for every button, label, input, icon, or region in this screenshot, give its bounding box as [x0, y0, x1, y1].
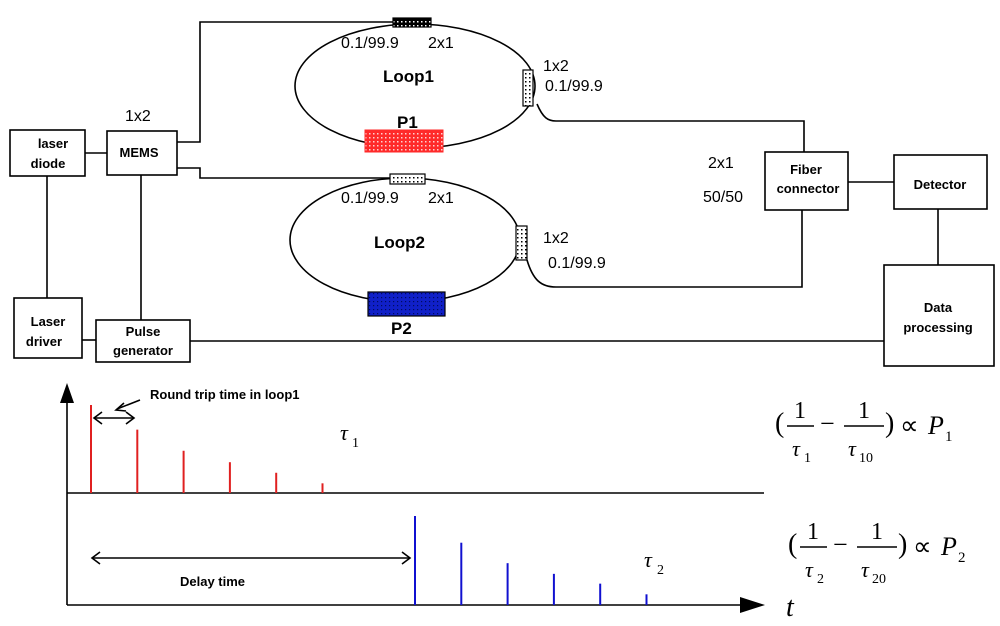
loop2-output-coupler	[515, 225, 528, 261]
delay-label: Delay time	[180, 574, 245, 589]
pulse-generator-label-2: generator	[113, 343, 173, 358]
svg-text:(: (	[788, 529, 797, 560]
laser-diode-label-1: laser	[38, 136, 68, 151]
delay-marker	[90, 551, 412, 565]
y-axis-arrow	[60, 383, 74, 403]
loop2-input-coupler	[389, 173, 426, 185]
svg-text:−: −	[833, 530, 848, 559]
svg-text:20: 20	[872, 572, 886, 587]
equation-1: ( 1 τ 1 − 1 τ 10 ) ∝ P 1	[775, 398, 953, 466]
pulse-generator-box: Pulse generator	[95, 319, 191, 363]
svg-text:1: 1	[807, 519, 819, 545]
detector-label: Detector	[914, 177, 967, 192]
tau2-symbol: τ	[644, 547, 653, 572]
svg-text:P: P	[940, 532, 957, 561]
loop1-input-coupler	[392, 17, 432, 28]
laser-driver-label-1: Laser	[31, 314, 66, 329]
sensor-p2-label: P2	[391, 319, 412, 338]
tau1-symbol: τ	[340, 420, 349, 445]
mems-ratio-label: 1x2	[125, 108, 151, 125]
equation-2: ( 1 τ 2 − 1 τ 20 ) ∝ P 2	[788, 519, 966, 587]
loop2-coupler-in-type: 2x1	[428, 190, 454, 207]
svg-text:): )	[898, 529, 907, 560]
svg-text:P: P	[927, 411, 944, 440]
fiber-connector-label-2: connector	[777, 181, 840, 196]
loop1-name: Loop1	[383, 67, 434, 86]
loop1-coupler-in-ratio: 0.1/99.9	[341, 35, 399, 52]
svg-text:∝: ∝	[913, 532, 932, 561]
tau1-subscript: 1	[352, 436, 359, 451]
svg-text:τ: τ	[792, 436, 801, 461]
svg-text:1: 1	[945, 429, 953, 445]
data-processing-label-1: Data	[924, 300, 953, 315]
timing-axes	[60, 383, 765, 613]
combiner-type: 2x1	[708, 155, 734, 172]
loop2-coupler-out-ratio: 0.1/99.9	[548, 255, 606, 272]
svg-text:1: 1	[871, 519, 883, 545]
svg-text:τ: τ	[861, 557, 870, 582]
loop1-coupler-in-type: 2x1	[428, 35, 454, 52]
mems-switch-box: MEMS	[106, 130, 178, 176]
loop2-coupler-in-ratio: 0.1/99.9	[341, 190, 399, 207]
fiber-connector-label-1: Fiber	[790, 162, 822, 177]
svg-text:1: 1	[858, 398, 870, 424]
loop1	[294, 17, 536, 153]
combiner-ratio: 50/50	[703, 189, 743, 206]
svg-text:2: 2	[958, 550, 966, 566]
loop2-name: Loop2	[374, 233, 425, 252]
round-trip-marker	[92, 399, 141, 425]
loop1-coupler-out-type: 1x2	[543, 58, 569, 75]
svg-text:τ: τ	[805, 557, 814, 582]
data-processing-box: Data processing	[883, 264, 995, 367]
fiber-wires	[46, 21, 939, 342]
svg-text:10: 10	[859, 451, 873, 466]
sensor-p2	[367, 291, 446, 317]
fiber-connector-box: Fiber connector	[764, 151, 849, 211]
pulse-generator-label-1: Pulse	[126, 324, 161, 339]
svg-text:τ: τ	[848, 436, 857, 461]
loop2-pulse-train	[414, 516, 648, 605]
laser-diode-label-2: diode	[31, 156, 66, 171]
data-processing-label-2: processing	[903, 320, 972, 335]
svg-text:): )	[885, 408, 894, 439]
loop2-coupler-out-type: 1x2	[543, 230, 569, 247]
loop2	[289, 173, 528, 317]
svg-text:1: 1	[804, 451, 811, 466]
sensor-p1-label: P1	[397, 113, 418, 132]
mems-label: MEMS	[120, 145, 159, 160]
svg-text:∝: ∝	[900, 411, 919, 440]
time-axis-label: t	[786, 592, 795, 623]
sensor-p1	[364, 129, 444, 153]
svg-text:(: (	[775, 408, 784, 439]
loop1-output-coupler	[522, 69, 534, 107]
loop1-pulse-train	[90, 405, 324, 493]
tau2-subscript: 2	[657, 563, 664, 578]
svg-text:−: −	[820, 409, 835, 438]
laser-driver-label-2: driver	[26, 334, 62, 349]
laser-driver-box: Laser driver	[13, 297, 83, 359]
detector-box: Detector	[893, 154, 988, 210]
svg-text:1: 1	[794, 398, 806, 424]
svg-text:2: 2	[817, 572, 824, 587]
loop1-coupler-out-ratio: 0.1/99.9	[545, 78, 603, 95]
laser-diode-box: laser diode	[9, 129, 86, 177]
time-axis-arrow	[740, 597, 765, 613]
round-trip-label: Round trip time in loop1	[150, 387, 300, 402]
